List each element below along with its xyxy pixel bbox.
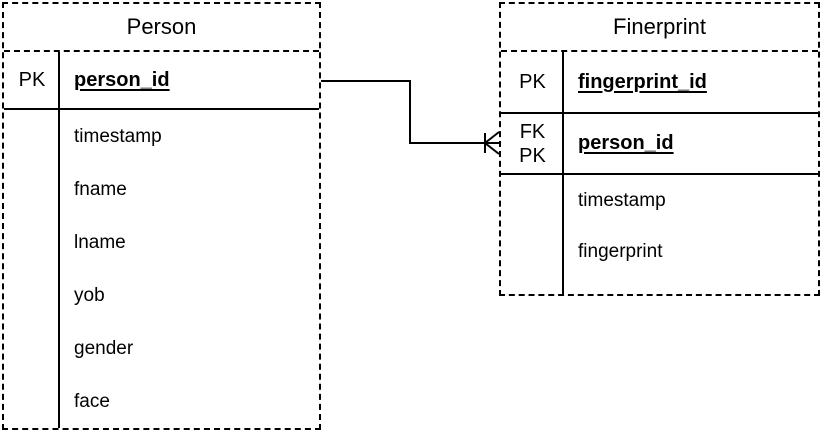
key-cell: PK [4, 52, 60, 108]
key-cell: PK [501, 52, 564, 112]
key-cell: FK PK [501, 114, 564, 173]
fk-label: FK [519, 120, 546, 143]
entity-person: Person PK person_id timestamp fname lnam… [2, 2, 321, 430]
entity-fingerprint-body: PK fingerprint_id FK PK person_id timest… [501, 52, 818, 294]
pk-label: PK [519, 144, 546, 167]
attr-row-yob: yob [74, 284, 105, 306]
attr-row-gender: gender [74, 337, 134, 359]
attr-row-fingerprint: fingerprint [578, 240, 663, 262]
key-row-fk-person-id: FK PK person_id [501, 114, 818, 175]
attr-row-timestamp: timestamp [74, 125, 162, 147]
attr-row-fname: fname [74, 178, 127, 200]
entity-fingerprint: Finerprint PK fingerprint_id FK PK perso… [499, 2, 820, 296]
attr-row-face: face [74, 390, 110, 412]
attr-section: timestamp fname lname yob gender face [4, 110, 319, 428]
field-fingerprint-id: fingerprint_id [578, 70, 707, 93]
attr-section: timestamp fingerprint [501, 175, 818, 294]
key-column-divider [562, 52, 564, 294]
entity-fingerprint-title: Finerprint [501, 4, 818, 52]
pk-label: PK [519, 71, 546, 93]
field-person-id: person_id [74, 68, 170, 91]
relationship-line [321, 80, 485, 144]
attr-row-timestamp: timestamp [578, 189, 666, 211]
crow-foot-many-icon [484, 131, 500, 155]
key-row-person-id: PK person_id [4, 52, 319, 110]
entity-person-body: PK person_id timestamp fname lname yob g… [4, 52, 319, 428]
field-fk-person-id: person_id [578, 132, 674, 154]
pk-label: PK [18, 69, 46, 91]
key-row-fingerprint-id: PK fingerprint_id [501, 52, 818, 114]
attr-row-lname: lname [74, 231, 126, 253]
entity-person-title: Person [4, 4, 319, 52]
key-column-divider [58, 52, 60, 428]
